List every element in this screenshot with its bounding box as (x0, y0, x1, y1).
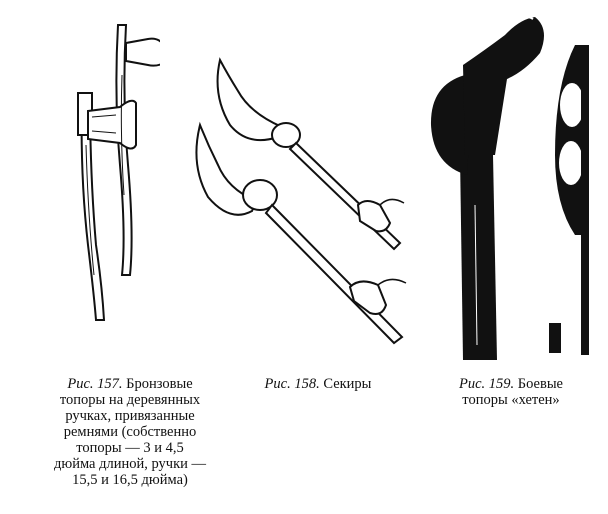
caption-line: топоры — 3 и 4,5 (76, 440, 184, 456)
caption-line: ремнями (собственно (63, 424, 197, 440)
secures-drawing (195, 57, 407, 345)
caption-lead: Рис. 159. (458, 376, 515, 392)
caption-lead: Рис. 157. (67, 376, 123, 392)
caption-line: дюйма длиной, ручки — (53, 456, 207, 472)
caption-line: ручках, привязанные (65, 408, 195, 424)
caption-line: топоры на деревянных (59, 392, 201, 408)
bronze-axes-drawing (77, 24, 165, 321)
caption-line: Рис. 159. Боевые (432, 376, 590, 392)
caption-figure-158: Рис. 158. Секиры (238, 376, 398, 392)
kheten-axes-drawing (430, 15, 589, 360)
caption-text: Секиры (323, 376, 372, 392)
figure-158-illustration (190, 55, 420, 345)
caption-line: топоры «хетен» (462, 392, 560, 408)
caption-text: Боевые (517, 376, 563, 392)
figure-157-illustration (70, 15, 165, 330)
caption-figure-157: Рис. 157. Бронзовые топоры на деревянных… (20, 376, 240, 488)
figure-159-illustration (425, 5, 605, 365)
caption-line: 15,5 и 16,5 дюйма) (72, 472, 188, 488)
caption-figure-159: Рис. 159. Боевые топоры «хетен» (432, 376, 590, 408)
caption-line: Рис. 157. Бронзовые (20, 376, 240, 392)
caption-lead: Рис. 158. (264, 376, 320, 392)
caption-text: Бронзовые (126, 376, 193, 392)
caption-line: Рис. 158. Секиры (238, 376, 398, 392)
